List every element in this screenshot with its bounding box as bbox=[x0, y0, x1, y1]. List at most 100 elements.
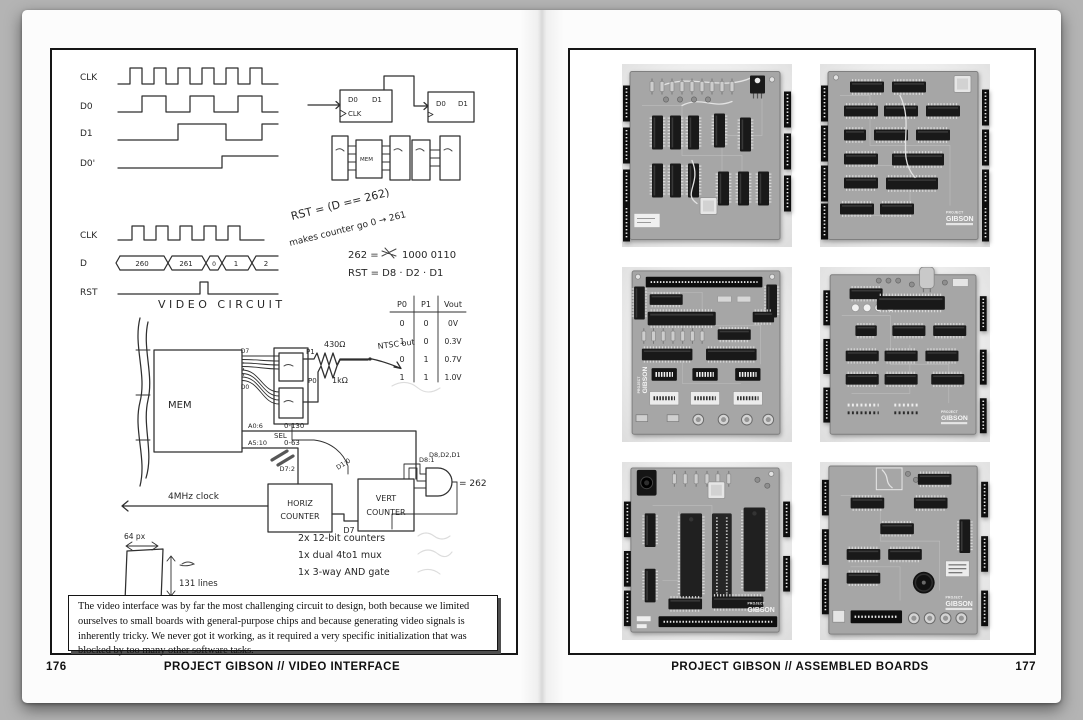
silkscreen-gibson: GIBSON bbox=[946, 601, 973, 608]
video-circuit-schematic: MEM D7 D0 P1 430Ω bbox=[121, 317, 487, 535]
video-interface-sketch: CLK D0 D1 D0' D0 D1 CLK bbox=[80, 67, 487, 603]
parts-list: 2x 12-bit counters 1x dual 4to1 mux 1x 3… bbox=[298, 532, 453, 578]
table-cell: 0 bbox=[423, 319, 428, 328]
table-cell: 1 bbox=[423, 355, 428, 364]
ntsc-label: NTSC out bbox=[377, 338, 415, 351]
table-cell: 1 bbox=[399, 373, 404, 382]
note-binary-prefix: 262 = bbox=[348, 250, 379, 261]
parts-item: 2x 12-bit counters bbox=[298, 533, 385, 544]
bus-value: 260 bbox=[135, 260, 148, 268]
and-output-label: = 262 bbox=[459, 479, 487, 489]
bus-value: 0 bbox=[212, 261, 216, 268]
bus-pin-label: D7 bbox=[241, 348, 250, 355]
timing-diagram-2: CLK D RST 260 261 0 1 2 bbox=[80, 225, 279, 298]
board-photo-4: PROJECT GIBSON bbox=[820, 267, 990, 442]
timing-diagram-1: CLK D0 D1 D0' bbox=[80, 67, 279, 169]
vert-counter-label: VERT bbox=[376, 494, 397, 503]
page-right: PROJECT GIBSON bbox=[541, 10, 1061, 703]
table-header: Vout bbox=[444, 300, 462, 309]
running-title: PROJECT GIBSON // VIDEO INTERFACE bbox=[163, 661, 401, 673]
ff-pin-label: D1 bbox=[458, 100, 468, 108]
waveform-label: D0' bbox=[80, 159, 95, 169]
horiz-counter-label: HORIZ bbox=[287, 499, 313, 508]
board-photo-5: PROJECT GIBSON bbox=[622, 462, 792, 640]
addr-label: A0:6 bbox=[248, 422, 263, 430]
table-cell: 0V bbox=[448, 319, 459, 328]
page-number: 177 bbox=[1015, 661, 1036, 673]
vert-counter-label: COUNTER bbox=[366, 508, 406, 517]
table-cell: 0 bbox=[399, 319, 404, 328]
d72-label: D7:2 bbox=[280, 465, 295, 473]
board-label-sticker bbox=[633, 213, 661, 228]
board-photo-3: PROJECT GIBSON bbox=[622, 267, 792, 442]
truth-table: P0 P1 Vout 0 0 0V 1 0 0.3V 0 1 0.7V 1 1 … bbox=[389, 295, 467, 393]
book-spread: CLK D0 D1 D0' D0 D1 CLK bbox=[22, 10, 1061, 703]
table-cell: 0.7V bbox=[444, 355, 462, 364]
bus-value: 1 bbox=[234, 260, 238, 268]
caption-text: The video interface was by far the most … bbox=[78, 601, 470, 657]
board-silkscreen-logo: PROJECT GIBSON bbox=[946, 211, 974, 226]
waveform-label: RST bbox=[80, 288, 98, 298]
note-binary-value: 1000 0110 bbox=[402, 250, 456, 261]
silkscreen-gibson: GIBSON bbox=[642, 366, 649, 393]
caption-box: The video interface was by far the most … bbox=[68, 595, 498, 656]
block-label: MEM bbox=[360, 157, 373, 163]
ff-pin-label: D0 bbox=[436, 100, 446, 108]
silkscreen-gibson: GIBSON bbox=[748, 607, 775, 614]
bus-value: 2 bbox=[264, 260, 268, 268]
waveform-label: D0 bbox=[80, 102, 93, 112]
page-left: CLK D0 D1 D0' D0 D1 CLK bbox=[22, 10, 541, 703]
waveform-label: CLK bbox=[80, 231, 98, 241]
resolution-sketch: 64 px 131 lines bbox=[124, 532, 218, 603]
circuit-title: VIDEO CIRCUIT bbox=[158, 298, 286, 311]
crossed-out-scribble bbox=[381, 247, 397, 259]
silkscreen-project: PROJECT bbox=[941, 410, 958, 414]
d10-label: D1:0 bbox=[335, 457, 352, 472]
board-photo-2: PROJECT GIBSON bbox=[820, 64, 990, 247]
clock-label: 4MHz clock bbox=[168, 492, 220, 502]
horiz-counter-label: COUNTER bbox=[280, 512, 320, 521]
r1k-label: 1kΩ bbox=[332, 376, 348, 385]
board-photo-1 bbox=[622, 64, 792, 247]
board-silkscreen-logo: PROJECT GIBSON bbox=[940, 410, 968, 425]
flipflop-diagram: D0 D1 CLK D0 D1 bbox=[307, 75, 475, 123]
right-page-frame: PROJECT GIBSON bbox=[568, 48, 1036, 655]
board-photo-6: PROJECT GIBSON bbox=[820, 462, 990, 640]
addr-label: A5:10 bbox=[248, 439, 267, 447]
board-silkscreen-logo: PROJECT GIBSON bbox=[945, 595, 973, 611]
table-cell: 1.0V bbox=[444, 373, 462, 382]
table-cell: 1 bbox=[399, 337, 404, 346]
d81-label: D8:1 bbox=[419, 456, 434, 464]
table-header: P1 bbox=[421, 300, 431, 309]
waveform-label: D bbox=[80, 259, 87, 269]
ff-pin-label: D1 bbox=[372, 96, 382, 104]
p1-label: P1 bbox=[306, 348, 315, 356]
width-label: 64 px bbox=[124, 532, 146, 541]
d7-bus-label: D7 bbox=[343, 526, 354, 535]
ff-pin-label: CLK bbox=[348, 110, 362, 118]
table-header: P0 bbox=[397, 300, 407, 309]
addr-range: 0-130 bbox=[284, 422, 304, 430]
board-silkscreen-logo: PROJECT GIBSON bbox=[748, 601, 775, 613]
p0-label: P0 bbox=[308, 377, 317, 385]
and-inputs-label: D8,D2,D1 bbox=[429, 451, 461, 459]
table-cell: 1 bbox=[423, 373, 428, 382]
board-silkscreen-logo: PROJECT GIBSON bbox=[637, 366, 649, 393]
silkscreen-project: PROJECT bbox=[946, 595, 964, 599]
parts-item: 1x dual 4to1 mux bbox=[298, 550, 382, 561]
sel-label: SEL bbox=[274, 432, 287, 440]
lines-label: 131 lines bbox=[179, 579, 218, 589]
mem-label: MEM bbox=[168, 400, 192, 411]
silkscreen-project: PROJECT bbox=[637, 376, 641, 393]
silkscreen-project: PROJECT bbox=[946, 211, 964, 215]
handwritten-notes: RST = (D == 262) makes counter go 0 → 26… bbox=[288, 186, 456, 279]
block-chain-sketch: MEM bbox=[331, 135, 461, 181]
table-cell: 0 bbox=[423, 337, 428, 346]
running-title: PROJECT GIBSON // ASSEMBLED BOARDS bbox=[671, 661, 929, 673]
waveform-label: D1 bbox=[80, 129, 93, 139]
page-number: 176 bbox=[46, 661, 67, 673]
note-rst-terms: RST = D8 · D2 · D1 bbox=[348, 268, 443, 279]
waveform-label: CLK bbox=[80, 73, 98, 83]
left-page-frame: CLK D0 D1 D0' D0 D1 CLK bbox=[50, 48, 518, 655]
bus-pin-label: D0 bbox=[241, 384, 250, 391]
